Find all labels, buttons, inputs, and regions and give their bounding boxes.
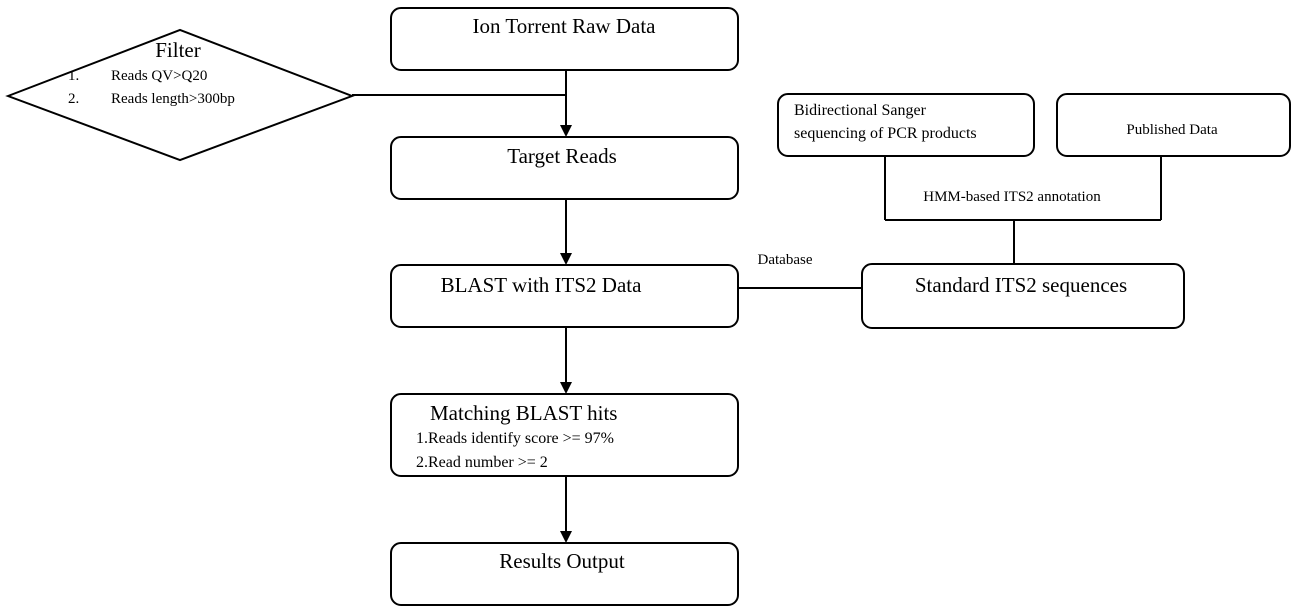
standard-its2-label: Standard ITS2 sequences — [915, 273, 1127, 297]
results-label: Results Output — [499, 549, 625, 573]
filter-item-number: 2. — [68, 91, 79, 107]
matching-node: Matching BLAST hits 1.Reads identify sco… — [390, 393, 739, 477]
matching-title: Matching BLAST hits — [430, 401, 617, 425]
hmm-annotation-label: HMM-based ITS2 annotation — [923, 189, 1101, 205]
target-reads-node: Target Reads — [390, 136, 739, 200]
sanger-node: Bidirectional Sanger sequencing of PCR p… — [777, 93, 1035, 157]
published-box — [1056, 93, 1291, 157]
raw-data-node: Ion Torrent Raw Data — [390, 7, 739, 71]
target-reads-box — [390, 136, 739, 200]
sanger-label-line: Bidirectional Sanger — [794, 102, 927, 119]
sanger-box — [777, 93, 1035, 157]
connectors — [352, 70, 1162, 543]
matching-criterion: 1.Reads identify score >= 97% — [416, 430, 614, 447]
raw-data-box — [390, 7, 739, 71]
blast-box — [390, 264, 739, 328]
filter-title: Filter — [155, 38, 201, 62]
blast-node: BLAST with ITS2 Data — [390, 264, 739, 328]
target-reads-label: Target Reads — [507, 144, 617, 168]
matching-box — [390, 393, 739, 477]
standard-its2-box — [861, 263, 1185, 329]
raw-data-label: Ion Torrent Raw Data — [472, 14, 656, 38]
published-label: Published Data — [1126, 122, 1218, 138]
published-node: Published Data — [1056, 93, 1291, 157]
filter-item-text: Reads length>300bp — [111, 91, 235, 107]
filter-node: Filter 1. Reads QV>Q20 2. Reads length>3… — [5, 28, 355, 162]
database-label: Database — [758, 252, 813, 268]
sanger-label-line: sequencing of PCR products — [794, 125, 977, 142]
filter-item-number: 1. — [68, 68, 79, 84]
blast-label: BLAST with ITS2 Data — [441, 273, 643, 297]
results-node: Results Output — [390, 542, 739, 606]
results-box — [390, 542, 739, 606]
filter-item-text: Reads QV>Q20 — [111, 68, 207, 84]
matching-criterion: 2.Read number >= 2 — [416, 454, 548, 471]
standard-its2-node: Standard ITS2 sequences — [861, 263, 1185, 329]
